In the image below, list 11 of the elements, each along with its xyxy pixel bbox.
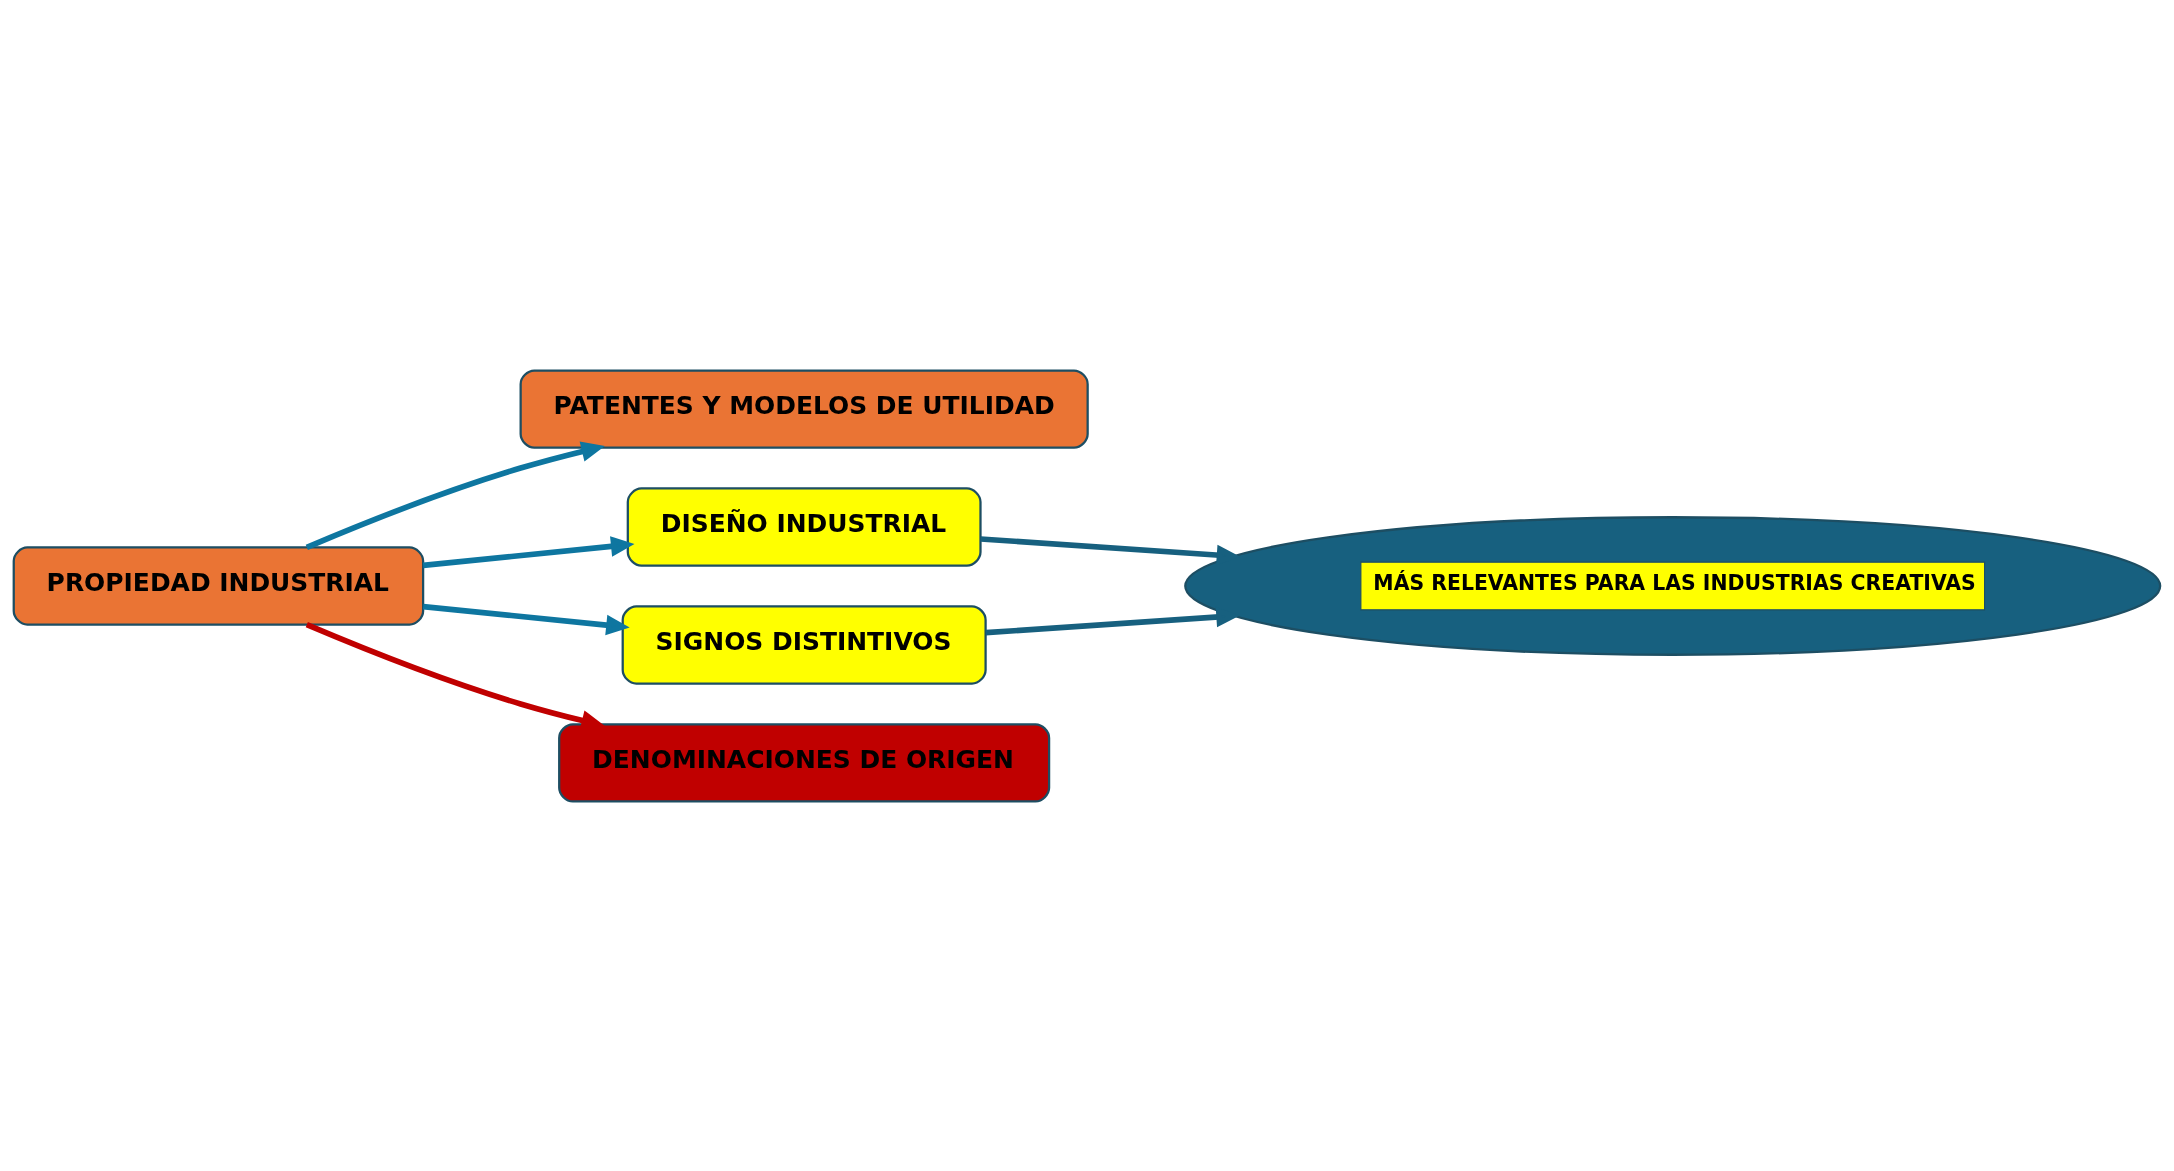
node-ellipse: MÁS RELEVANTES PARA LAS INDUSTRIAS CREATIVAS (1184, 515, 2162, 656)
arrow (305, 441, 605, 550)
node-box: SIGNOS DISTINTIVOS (621, 604, 987, 685)
node-box: DISEÑO INDUSTRIAL (626, 486, 982, 567)
node-box: DENOMINACIONES DE ORIGEN (558, 722, 1051, 803)
node-box: PROPIEDAD INDUSTRIAL (12, 545, 425, 626)
arrow (980, 535, 1241, 565)
arrow (985, 606, 1240, 635)
node-box: PATENTES Y MODELOS DE UTILIDAD (519, 368, 1089, 449)
arrow (422, 535, 635, 568)
arrow (422, 603, 630, 635)
